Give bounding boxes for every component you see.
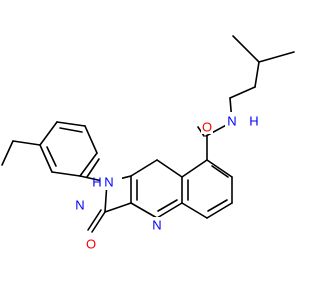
atom-label: N — [227, 114, 236, 129]
bond — [211, 165, 229, 178]
atom-label: N — [152, 218, 161, 233]
bond — [84, 125, 98, 154]
atom-label: H — [249, 114, 258, 129]
atom-label: H — [92, 175, 101, 190]
bond — [1, 140, 14, 166]
bond — [181, 202, 208, 219]
atom-pyrazole-nh: H N — [92, 174, 122, 190]
bond — [254, 61, 260, 88]
bond — [130, 202, 158, 219]
bond — [39, 121, 58, 146]
bond — [232, 35, 260, 63]
bond — [229, 86, 256, 99]
bond — [91, 211, 106, 233]
bond — [87, 209, 102, 231]
atom-label: N — [104, 175, 113, 190]
atom-amide-hydrogen: H — [248, 112, 260, 129]
bond — [39, 144, 53, 173]
atom-quinoline-nitrogen: N — [150, 217, 164, 233]
atom-labels: O N H H N N O N — [74, 112, 260, 252]
bond — [206, 159, 233, 178]
bond — [51, 171, 81, 177]
molecule-structure: O N H H N N O N — [1, 35, 295, 252]
bond — [104, 202, 132, 213]
bond — [56, 121, 86, 127]
bond — [130, 159, 158, 177]
bond — [46, 146, 57, 167]
atom-amide-nitrogen: N — [225, 112, 240, 129]
atom-label: N — [75, 198, 84, 213]
bond — [258, 51, 295, 63]
bond — [156, 202, 183, 219]
bond — [207, 199, 228, 212]
bond-lines — [1, 35, 295, 233]
atom-keto-oxygen: O — [85, 236, 98, 252]
atom-amide-oxygen: O — [201, 118, 213, 135]
bond — [12, 140, 41, 146]
bond — [157, 199, 178, 212]
bond — [206, 202, 233, 219]
atom-label: O — [202, 120, 212, 135]
bond — [181, 159, 208, 178]
atom-label: O — [86, 237, 96, 252]
atom-pyrazole-n2: N — [74, 196, 87, 213]
bond — [86, 158, 100, 178]
bond — [79, 152, 98, 177]
bond — [156, 159, 183, 178]
bond — [59, 127, 83, 133]
